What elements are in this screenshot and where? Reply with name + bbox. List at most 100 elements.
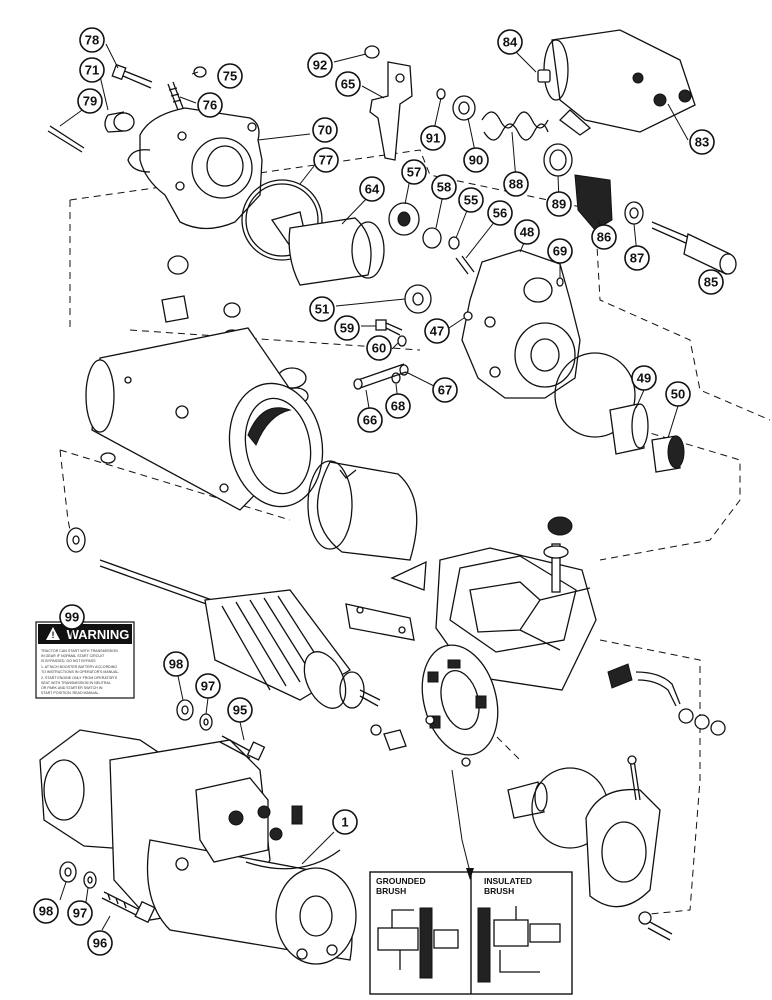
ring-89 bbox=[543, 143, 573, 177]
svg-text:86: 86 bbox=[597, 230, 611, 245]
terminal-wire bbox=[607, 663, 726, 736]
screw-frame bbox=[100, 452, 116, 464]
svg-text:71: 71 bbox=[85, 63, 99, 78]
svg-text:START POSITION. READ MANUAL.: START POSITION. READ MANUAL. bbox=[41, 691, 100, 695]
assembly-outline-middle bbox=[59, 429, 741, 561]
clutch-drive-64 bbox=[270, 211, 385, 286]
washer-97-upper bbox=[199, 713, 213, 731]
callout-56: 56 bbox=[487, 200, 513, 226]
terminal-84 bbox=[537, 69, 551, 83]
callout-87: 87 bbox=[624, 245, 650, 271]
ring-58 bbox=[422, 227, 442, 249]
callout-68: 68 bbox=[385, 393, 411, 419]
svg-text:1. ATTACH BOOSTER BATTERY ACCO: 1. ATTACH BOOSTER BATTERY ACCORDING bbox=[41, 665, 117, 669]
warning-body: TRACTOR CAN START WITH TRANSMISSION IN G… bbox=[41, 649, 119, 695]
svg-text:91: 91 bbox=[426, 131, 440, 146]
field-sleeve bbox=[307, 460, 418, 561]
callout-51: 51 bbox=[309, 296, 335, 322]
grounded-label-line1: GROUNDED bbox=[376, 876, 426, 886]
brush-holder-plate bbox=[421, 644, 499, 756]
callout-98-lower: 98 bbox=[33, 898, 59, 924]
svg-text:56: 56 bbox=[493, 206, 507, 221]
bushing-end bbox=[507, 781, 548, 819]
svg-text:88: 88 bbox=[509, 177, 523, 192]
bushing-49 bbox=[609, 403, 649, 455]
svg-text:IN GEAR IF NORMAL START CIRCUI: IN GEAR IF NORMAL START CIRCUIT bbox=[41, 654, 105, 658]
svg-text:65: 65 bbox=[341, 77, 355, 92]
callout-77: 77 bbox=[313, 147, 339, 173]
callout-79: 79 bbox=[77, 88, 103, 114]
insulated-brush-drawing bbox=[477, 906, 561, 983]
callout-47: 47 bbox=[424, 318, 450, 344]
terminal-stud-top bbox=[543, 516, 573, 559]
nut-47 bbox=[463, 311, 473, 321]
callout-48: 48 bbox=[514, 219, 540, 245]
washer-90 bbox=[452, 95, 476, 121]
callout-97-lower: 97 bbox=[67, 900, 93, 926]
svg-text:2. START ENGINE ONLY FROM OPER: 2. START ENGINE ONLY FROM OPERATOR'S bbox=[41, 676, 118, 680]
stud-76 bbox=[167, 81, 184, 111]
svg-text:87: 87 bbox=[630, 251, 644, 266]
bolt-78 bbox=[111, 63, 153, 89]
svg-text:66: 66 bbox=[363, 413, 377, 428]
callout-70: 70 bbox=[312, 117, 338, 143]
nut-92 bbox=[364, 45, 380, 59]
nose-housing-48 bbox=[461, 249, 581, 399]
svg-text:51: 51 bbox=[315, 302, 329, 317]
svg-text:TRACTOR CAN START WITH TRANSMI: TRACTOR CAN START WITH TRANSMISSION bbox=[41, 649, 118, 653]
washer-left bbox=[66, 527, 86, 553]
callout-57: 57 bbox=[401, 159, 427, 185]
svg-text:!: ! bbox=[52, 630, 55, 640]
svg-text:IS BYPASSED. DO NOT BYPASS: IS BYPASSED. DO NOT BYPASS bbox=[41, 659, 96, 663]
washer-91 bbox=[436, 88, 446, 100]
svg-text:76: 76 bbox=[203, 98, 217, 113]
insulated-label-line1: INSULATED bbox=[484, 876, 532, 886]
commutator-end-head bbox=[585, 755, 661, 908]
svg-text:47: 47 bbox=[430, 324, 444, 339]
nut-75 bbox=[193, 66, 207, 78]
washer-97-lower bbox=[83, 871, 97, 889]
drive-housing-70 bbox=[127, 107, 263, 230]
pin-55 bbox=[448, 236, 460, 250]
collar-57 bbox=[388, 202, 420, 236]
callout-64: 64 bbox=[359, 176, 385, 202]
svg-text:50: 50 bbox=[671, 387, 685, 402]
plunger-85 bbox=[651, 221, 737, 275]
end-bushing-small bbox=[461, 757, 471, 767]
washer-51 bbox=[404, 284, 432, 314]
callout-78: 78 bbox=[79, 27, 105, 53]
callout-50: 50 bbox=[665, 381, 691, 407]
end-bolt bbox=[638, 911, 673, 941]
callout-86: 86 bbox=[591, 224, 617, 250]
screw-59 bbox=[375, 319, 403, 336]
svg-text:83: 83 bbox=[695, 135, 709, 150]
washer-98-lower bbox=[59, 861, 77, 883]
callout-55: 55 bbox=[458, 187, 484, 213]
arrow-pointer bbox=[390, 560, 427, 591]
bushing-50 bbox=[651, 435, 685, 473]
callout-99: 99 bbox=[59, 604, 85, 630]
callout-89: 89 bbox=[546, 191, 572, 217]
callout-71: 71 bbox=[79, 57, 105, 83]
callout-90: 90 bbox=[463, 147, 489, 173]
field-coil bbox=[435, 543, 597, 691]
callout-97-upper: 97 bbox=[195, 673, 221, 699]
svg-text:95: 95 bbox=[233, 703, 247, 718]
callout-84: 84 bbox=[497, 29, 523, 55]
svg-text:77: 77 bbox=[319, 153, 333, 168]
bolt-96 bbox=[101, 891, 156, 924]
gasket-77 bbox=[241, 179, 323, 261]
svg-text:1: 1 bbox=[341, 815, 348, 830]
svg-text:90: 90 bbox=[469, 153, 483, 168]
callout-83: 83 bbox=[689, 129, 715, 155]
brush-detail-inset: GROUNDED BRUSH INSULATED BRUSH bbox=[369, 769, 573, 995]
callout-85: 85 bbox=[698, 269, 724, 295]
svg-text:59: 59 bbox=[340, 321, 354, 336]
callout-75: 75 bbox=[217, 63, 243, 89]
svg-text:97: 97 bbox=[201, 679, 215, 694]
o-ring-housing bbox=[554, 352, 636, 438]
svg-text:89: 89 bbox=[552, 197, 566, 212]
svg-text:78: 78 bbox=[85, 33, 99, 48]
brush-clip-small bbox=[370, 715, 435, 751]
